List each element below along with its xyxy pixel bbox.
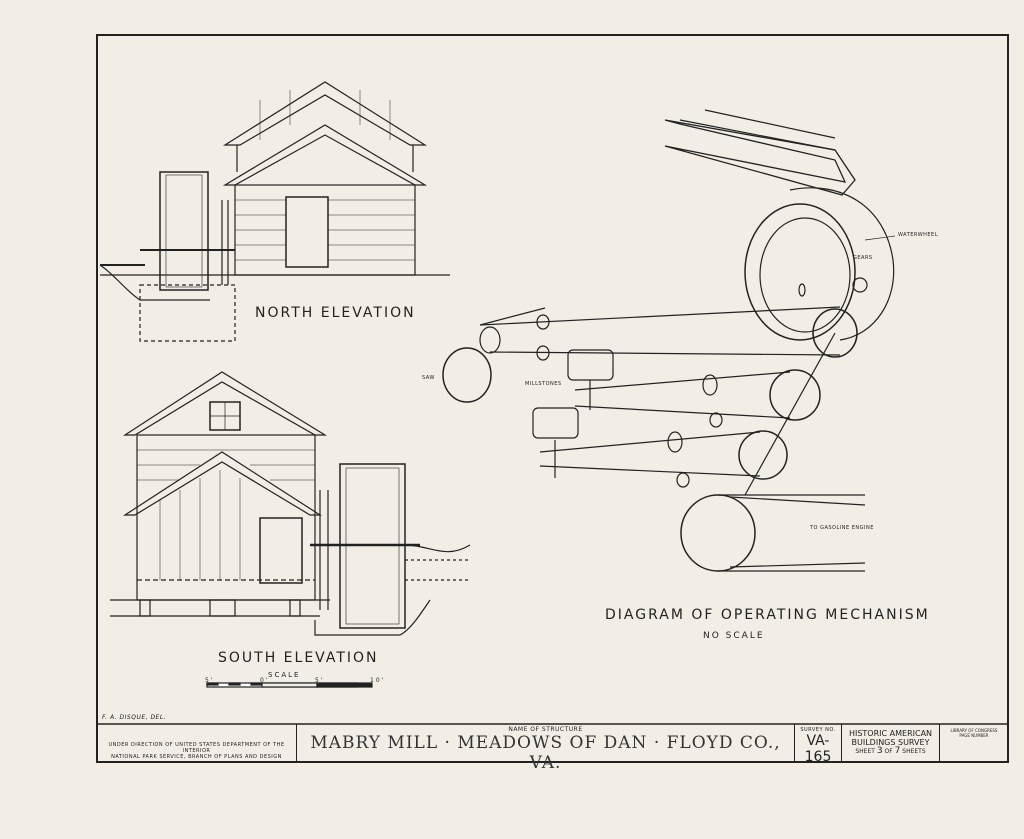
scale-bar (206, 682, 373, 688)
survey-label: SURVEY NO. (800, 727, 836, 733)
structure-name-label: NAME OF STRUCTURE (508, 726, 583, 733)
loc-line2: PAGE NUMBER (959, 733, 989, 738)
sheet-number: 3 (876, 746, 883, 756)
habs-line1: HISTORIC AMERICAN (848, 729, 933, 738)
structure-name-cell: NAME OF STRUCTURE MABRY MILL · MEADOWS O… (297, 724, 795, 773)
sheet-border (96, 34, 1009, 763)
habs-cell: HISTORIC AMERICAN BUILDINGS SURVEY SHEET… (842, 724, 940, 762)
sheet-count: SHEET 3 OF 7 SHEETS (855, 746, 926, 756)
mechanism-drawing (442, 109, 896, 572)
engine-label: TO GASOLINE ENGINE (810, 525, 874, 531)
service-text: NATIONAL PARK SERVICE, BRANCH OF PLANS A… (111, 754, 282, 760)
survey-cell: SURVEY NO. VA-165 (795, 724, 842, 765)
scale-tick: 0' (260, 677, 270, 684)
millstones-label: MILLSTONES (525, 381, 562, 387)
habs-line2: BUILDINGS SURVEY (851, 738, 930, 747)
sheet-total: 7 (894, 746, 901, 756)
gears-label: GEARS (853, 255, 873, 261)
south-elevation-title: SOUTH ELEVATION (218, 650, 379, 666)
delineator: F. A. DISQUE, DEL. (102, 714, 167, 721)
direction-text: UNDER DIRECTION OF UNITED STATES DEPARTM… (108, 742, 285, 754)
scale-tick: 5' (315, 677, 325, 684)
mechanism-subtitle: NO SCALE (703, 631, 765, 641)
mechanism-title: DIAGRAM OF OPERATING MECHANISM (605, 607, 930, 623)
scale-tick: 5' (205, 677, 215, 684)
survey-number: VA-165 (804, 733, 832, 765)
scale-title: SCALE (268, 671, 301, 679)
waterwheel-label: WATERWHEEL (898, 232, 938, 238)
scale-tick: 10' (370, 677, 386, 684)
structure-name: MABRY MILL · MEADOWS OF DAN · FLOYD CO.,… (310, 733, 781, 773)
loc-cell: LIBRARY OF CONGRESS PAGE NUMBER (940, 724, 1008, 762)
north-elevation-title: NORTH ELEVATION (255, 305, 416, 321)
agency-cell: UNDER DIRECTION OF UNITED STATES DEPARTM… (97, 724, 297, 762)
saw-label: SAW (422, 375, 435, 381)
south-elevation-drawing (110, 371, 471, 636)
north-elevation-drawing (99, 81, 450, 342)
loc-line1: LIBRARY OF CONGRESS (950, 728, 998, 733)
